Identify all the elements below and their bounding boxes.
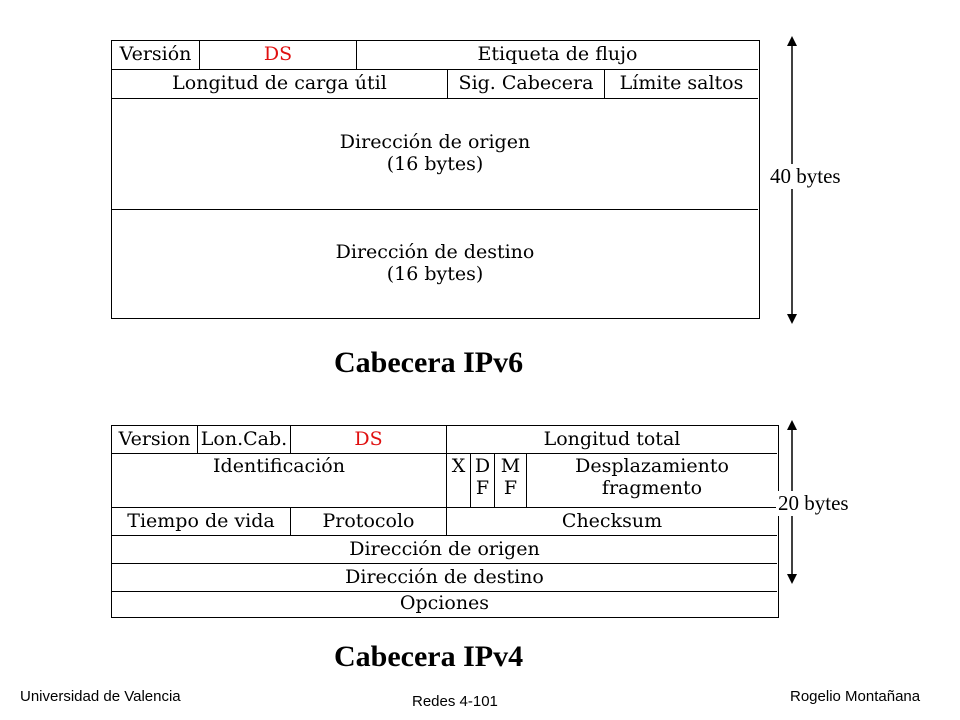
ipv4-df-flag-field: D F <box>470 453 494 507</box>
ipv4-options-field: Opciones <box>112 591 777 616</box>
ipv6-ds-field: DS <box>199 41 356 69</box>
ipv4-checksum-field: Checksum <box>446 507 777 535</box>
ipv4-source-address-field: Dirección de origen <box>112 535 777 563</box>
ipv6-destination-address-field: Dirección de destino (16 bytes) <box>112 209 758 317</box>
ipv6-next-header-field: Sig. Cabecera <box>447 69 604 98</box>
ipv4-ds-field: DS <box>290 426 446 453</box>
ipv4-identification-field: Identificación <box>112 453 446 507</box>
ipv4-size-label: 20 bytes <box>776 491 851 516</box>
ipv4-mf-flag-line2: F <box>503 476 518 499</box>
ipv6-source-address-field: Dirección de origen (16 bytes) <box>112 98 758 209</box>
ipv4-protocol-field: Protocolo <box>290 507 446 535</box>
ipv6-header-diagram: Versión DS Etiqueta de flujo Longitud de… <box>111 40 760 319</box>
ipv4-df-flag-line2: F <box>475 476 490 499</box>
ipv6-flow-label-field: Etiqueta de flujo <box>356 41 758 69</box>
ipv4-caption: Cabecera IPv4 <box>334 640 524 673</box>
ipv4-destination-address-field: Dirección de destino <box>112 563 777 591</box>
ipv6-source-label: Dirección de origen <box>339 131 531 154</box>
footer-author: Rogelio Montañana <box>790 688 921 705</box>
ipv4-fragment-offset-line1: Desplazamiento <box>575 455 729 477</box>
ipv6-destination-size: (16 bytes) <box>386 262 484 285</box>
ipv4-header-length-field: Lon.Cab. <box>197 426 290 453</box>
ipv6-hop-limit-field: Límite saltos <box>604 69 758 98</box>
ipv4-mf-flag-field: M F <box>494 453 526 507</box>
ipv4-fragment-offset-field: Desplazamiento fragmento <box>526 453 777 507</box>
ipv6-source-size: (16 bytes) <box>386 153 484 175</box>
ipv4-x-flag-field: X <box>446 453 470 507</box>
ipv6-payload-length-field: Longitud de carga útil <box>112 69 447 98</box>
ipv6-version-field: Versión <box>119 43 192 66</box>
ipv6-destination-label: Dirección de destino <box>335 240 535 263</box>
ipv6-caption: Cabecera IPv6 <box>334 346 524 379</box>
ipv6-size-label: 40 bytes <box>768 164 843 189</box>
ipv4-header-diagram: Version Lon.Cab. DS Longitud total Ident… <box>111 425 779 618</box>
ipv4-mf-flag-line1: M <box>500 455 521 477</box>
ipv4-version-field: Version <box>118 427 191 450</box>
ipv4-fragment-offset-line2: fragmento <box>601 476 703 499</box>
footer-institution: Universidad de Valencia <box>20 688 181 705</box>
ipv4-df-flag-line1: D <box>474 455 491 477</box>
ipv4-ttl-field: Tiempo de vida <box>112 507 290 535</box>
footer-slide-number: Redes 4-101 <box>412 693 498 710</box>
ipv4-total-length-field: Longitud total <box>446 426 777 453</box>
